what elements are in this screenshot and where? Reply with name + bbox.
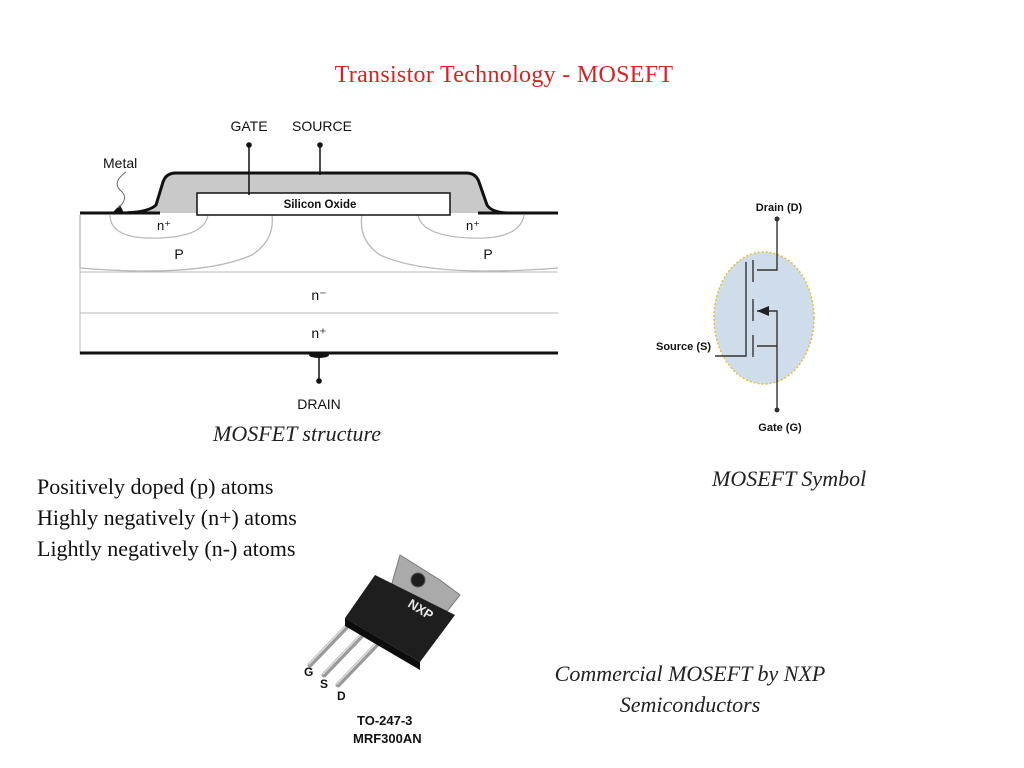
atoms-line-n-plus: Highly negatively (n+) atoms xyxy=(37,505,297,530)
metal-arrow xyxy=(112,205,124,213)
p-well-left xyxy=(79,214,273,272)
symbol-gate-label: Gate (G) xyxy=(758,422,802,434)
pin-s-label: S xyxy=(320,677,328,691)
p-right-label: P xyxy=(483,246,492,262)
n-plus-left-label: n⁺ xyxy=(157,218,171,233)
mosfet-structure-diagram: Silicon Oxide GATE SOURCE Metal n⁺ n⁺ P … xyxy=(79,118,559,412)
mosfet-symbol: Drain (D) Source (S) Gate (G) xyxy=(656,202,815,434)
pin-d-label: D xyxy=(337,689,346,703)
symbol-wiring xyxy=(715,219,778,410)
package-name: TO-247-3 xyxy=(357,713,412,728)
nxp-caption: Commercial MOSEFT by NXP Semiconductors xyxy=(520,658,860,720)
doping-atoms-list: Positively doped (p) atoms Highly negati… xyxy=(37,471,297,564)
nxp-package-image: NXP G S D TO-247-3 MRF300AN xyxy=(304,554,461,746)
source-terminal-dot xyxy=(317,142,323,148)
oxide-label: Silicon Oxide xyxy=(284,199,357,211)
n-plus-pocket-right xyxy=(417,214,525,239)
atoms-line-p: Positively doped (p) atoms xyxy=(37,474,274,499)
p-left-label: P xyxy=(174,246,183,262)
symbol-arrow xyxy=(757,306,769,316)
package-body-side xyxy=(345,618,420,670)
drain-terminal-dot xyxy=(316,378,322,384)
symbol-body xyxy=(713,251,815,385)
silicon-oxide-layer xyxy=(196,192,451,216)
package-body xyxy=(345,575,455,662)
n-minus-label: n⁻ xyxy=(311,287,326,303)
symbol-drain-dot xyxy=(774,216,780,222)
symbol-source-label: Source (S) xyxy=(656,341,711,353)
nxp-caption-line1: Commercial MOSEFT by NXP xyxy=(554,661,826,686)
n-plus-pocket-left xyxy=(109,214,209,239)
symbol-gate-dot xyxy=(774,407,780,413)
n-plus-right-label: n⁺ xyxy=(466,218,480,233)
source-label: SOURCE xyxy=(292,118,352,134)
symbol-caption: MOSEFT Symbol xyxy=(712,466,867,491)
gate-label: GATE xyxy=(230,118,267,134)
metal-label: Metal xyxy=(103,155,137,171)
pin-g-label: G xyxy=(304,665,313,679)
slide-title: Transistor Technology - MOSEFT xyxy=(334,62,674,88)
drain-label: DRAIN xyxy=(297,396,341,412)
package-mounting-hole xyxy=(410,572,426,588)
structure-caption: MOSFET structure xyxy=(213,421,382,446)
part-number: MRF300AN xyxy=(353,731,422,746)
gate-terminal-dot xyxy=(246,142,252,148)
nxp-caption-line2: Semiconductors xyxy=(619,692,761,717)
atoms-line-n-minus: Lightly negatively (n-) atoms xyxy=(37,536,296,561)
symbol-drain-label: Drain (D) xyxy=(756,202,803,214)
p-well-right xyxy=(360,214,559,272)
n-plus-bottom-label: n⁺ xyxy=(311,325,326,341)
metal-leader xyxy=(116,171,127,209)
